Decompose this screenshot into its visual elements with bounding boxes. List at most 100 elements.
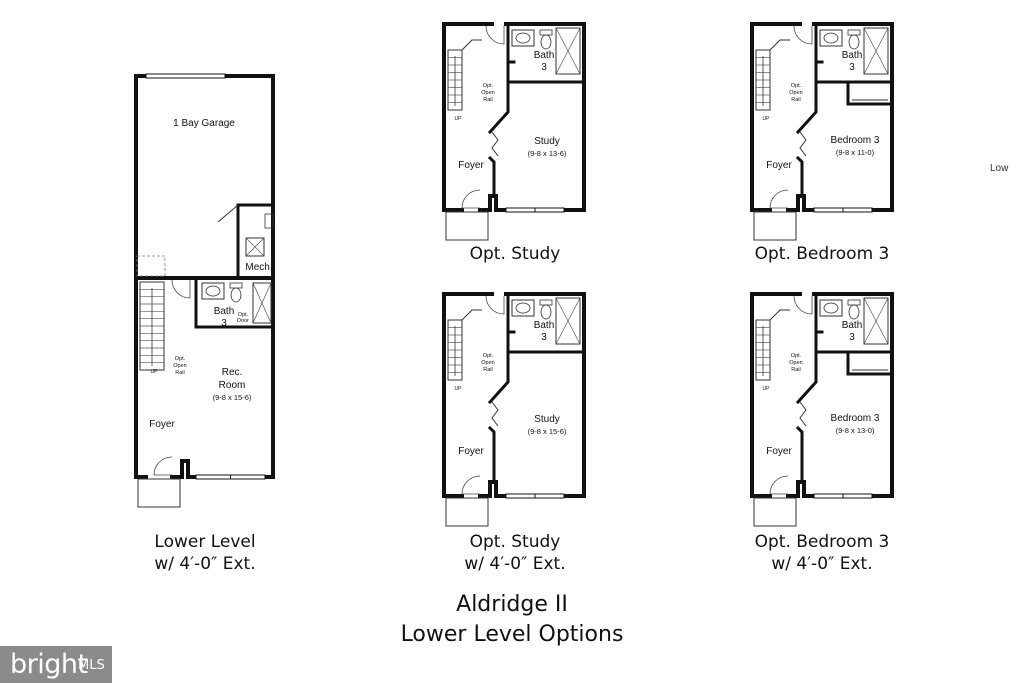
watermark-suffix: MLS	[78, 658, 105, 673]
room-dims: (9-8 x 13-6)	[528, 149, 567, 158]
shower-diag	[863, 297, 889, 345]
rail-label: Open	[481, 360, 494, 366]
caption-opt-study-ext: Opt. Study w/ 4′-0″ Ext.	[410, 531, 620, 575]
caption-opt-study: Opt. Study	[410, 243, 620, 265]
rail-label: Opt.	[483, 353, 494, 359]
rail-label: Open	[789, 90, 802, 96]
door-swing	[461, 189, 481, 209]
caption-opt-bedroom-3: Opt. Bedroom 3	[717, 243, 927, 265]
wall	[846, 350, 894, 376]
mech-diag	[245, 237, 265, 257]
opt-door-label: Opt.	[238, 312, 249, 318]
caption-line: Opt. Study	[469, 532, 561, 552]
wall	[194, 276, 275, 329]
shower-diag	[555, 297, 581, 345]
shower-diag	[863, 27, 889, 75]
stair-up-label: UP	[763, 116, 771, 122]
front-stoop	[137, 478, 181, 508]
shower	[555, 27, 581, 75]
rail-label: Rail	[175, 370, 184, 376]
sink	[819, 299, 843, 317]
toilet-bowl	[848, 34, 860, 50]
wall	[795, 155, 804, 198]
sink-bowl	[515, 32, 531, 44]
rail-label: Rail	[483, 97, 492, 103]
wall	[786, 194, 806, 212]
room-dims: (9-8 x 15-6)	[528, 427, 567, 436]
garage-label: 1 Bay Garage	[173, 118, 235, 129]
sink-bowl	[823, 32, 839, 44]
door-swing	[769, 189, 789, 209]
sink-bowl	[205, 285, 221, 297]
caption-line: Lower Level	[154, 532, 256, 552]
mech-label: Mech.	[245, 262, 272, 273]
room-dims: (9-8 x 15-6)	[213, 393, 252, 402]
wall	[795, 80, 818, 135]
bath-label: Bath	[534, 320, 555, 331]
rail-label: Opt.	[175, 356, 186, 362]
wall	[750, 292, 802, 498]
watermark-logo: bright MLS	[0, 646, 112, 683]
sink	[511, 29, 535, 47]
sink-bowl	[515, 302, 531, 314]
foyer-label: Foyer	[458, 446, 484, 457]
fixture-line	[491, 401, 499, 427]
sink-bowl	[823, 302, 839, 314]
fixture-line	[491, 131, 499, 157]
cutoff-label: Low	[990, 163, 1009, 174]
wall	[487, 350, 510, 405]
bath-number: 3	[541, 332, 547, 343]
rail-label: Open	[481, 90, 494, 96]
toilet-tank	[229, 282, 243, 289]
toilet-tank	[539, 299, 553, 306]
door-swing	[793, 25, 813, 45]
toilet-tank	[847, 299, 861, 306]
rail-label: Rail	[791, 367, 800, 373]
wall	[478, 480, 498, 498]
door-swing	[485, 295, 505, 315]
wall	[442, 22, 494, 212]
fixture-line	[461, 309, 482, 321]
foyer-label: Foyer	[149, 419, 175, 430]
sink	[511, 299, 535, 317]
caption-lower-level: Lower Level w/ 4′-0″ Ext.	[100, 531, 310, 575]
rail-label: Rail	[791, 97, 800, 103]
wall	[170, 459, 190, 479]
caption-line: Opt. Bedroom 3	[754, 532, 890, 552]
foyer-label: Foyer	[766, 160, 792, 171]
stair-up-label: UP	[455, 386, 463, 392]
page-title: Aldridge II	[456, 592, 568, 617]
stair-up-label: UP	[763, 386, 771, 392]
rail-label: Opt.	[791, 353, 802, 359]
room-label: Study	[534, 414, 560, 425]
wall	[795, 350, 818, 405]
plan-lower-level: 1 Bay GarageMech.Bath3Opt.DoorUPOpt.Open…	[134, 73, 275, 508]
shower-diag	[252, 282, 272, 324]
wall	[487, 425, 496, 484]
door-swing	[171, 279, 191, 299]
bath-label: Bath	[842, 320, 863, 331]
toilet-bowl	[540, 304, 552, 320]
wall	[846, 80, 894, 106]
rail-label: Open	[789, 360, 802, 366]
watermark-brand: bright	[10, 649, 88, 680]
room-label: Bedroom 3	[831, 413, 880, 424]
door-swing	[461, 475, 481, 495]
caption-line: w/ 4′-0″ Ext.	[771, 554, 873, 574]
shower	[863, 27, 889, 75]
shower	[863, 297, 889, 345]
foyer-label: Foyer	[766, 446, 792, 457]
caption-opt-bedroom-3-ext: Opt. Bedroom 3 w/ 4′-0″ Ext.	[717, 531, 927, 575]
wall	[487, 80, 510, 135]
room-label: Bedroom 3	[831, 135, 880, 146]
opt-door-label: Door	[237, 318, 249, 324]
room-dims: (9-8 x 13-0)	[836, 426, 875, 435]
sink	[819, 29, 843, 47]
bath-number: 3	[541, 62, 547, 73]
rail-label: Open	[173, 363, 186, 369]
bath-label: Bath	[534, 50, 555, 61]
panel	[264, 213, 274, 229]
